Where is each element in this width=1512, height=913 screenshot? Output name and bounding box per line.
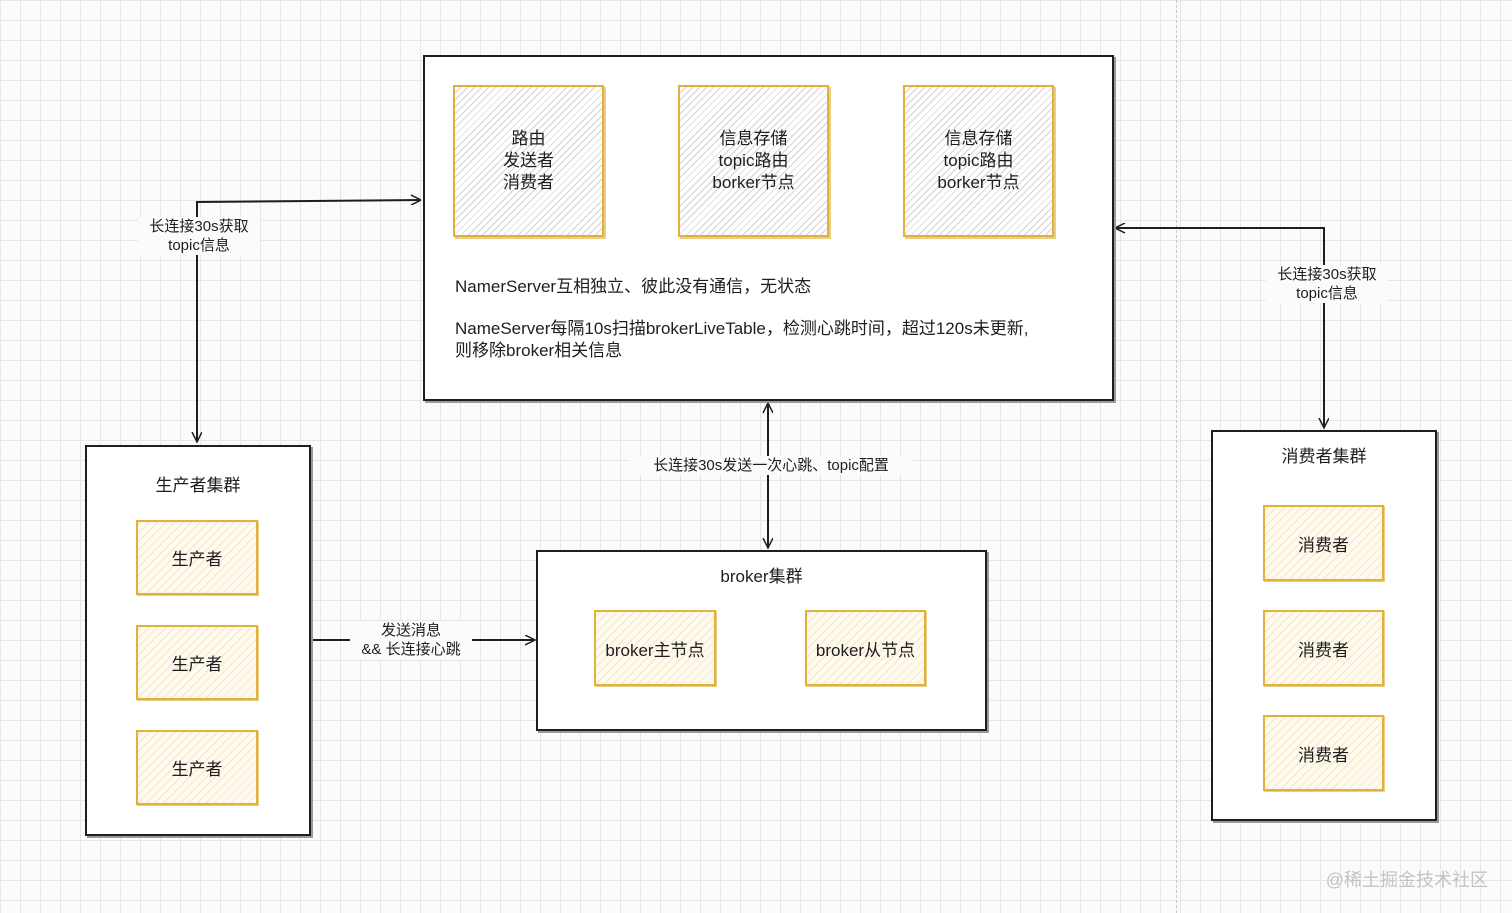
consumer-node: 消费者 bbox=[1263, 610, 1384, 686]
consumer-node: 消费者 bbox=[1263, 505, 1384, 581]
consumer-cluster-title: 消费者集群 bbox=[1281, 447, 1367, 466]
broker-nameserver-label: 长连接30s发送一次心跳、topic配置 bbox=[630, 456, 912, 475]
nameserver-note-2: NameServer每隔10s扫描brokerLiveTable，检测心跳时间，… bbox=[455, 319, 1029, 338]
producer-node: 生产者 bbox=[136, 520, 258, 595]
consumer-node: 消费者 bbox=[1263, 715, 1384, 791]
consumer-nameserver-label: 长连接30s获取 topic信息 bbox=[1266, 265, 1388, 303]
watermark: @稀土掘金技术社区 bbox=[1325, 870, 1488, 890]
producer-node: 生产者 bbox=[136, 625, 258, 700]
broker-slave-node: broker从节点 bbox=[805, 610, 926, 686]
page-divider bbox=[1176, 0, 1177, 913]
storage-module: 信息存储 topic路由 borker节点 bbox=[678, 85, 829, 237]
storage-module: 信息存储 topic路由 borker节点 bbox=[903, 85, 1054, 237]
producer-nameserver-label: 长连接30s获取 topic信息 bbox=[138, 217, 260, 255]
nameserver-note-3: 则移除broker相关信息 bbox=[455, 341, 623, 360]
consumer-nameserver-connector bbox=[1115, 228, 1324, 428]
broker-cluster-title: broker集群 bbox=[720, 567, 803, 586]
producer-cluster-title: 生产者集群 bbox=[155, 476, 241, 495]
nameserver-note-1: NamerServer互相独立、彼此没有通信，无状态 bbox=[455, 277, 812, 296]
broker-master-node: broker主节点 bbox=[594, 610, 716, 686]
producer-node: 生产者 bbox=[136, 730, 258, 805]
producer-broker-label: 发送消息 && 长连接心跳 bbox=[350, 621, 472, 659]
producer-nameserver-connector bbox=[197, 200, 421, 442]
routing-module: 路由 发送者 消费者 bbox=[453, 85, 604, 237]
